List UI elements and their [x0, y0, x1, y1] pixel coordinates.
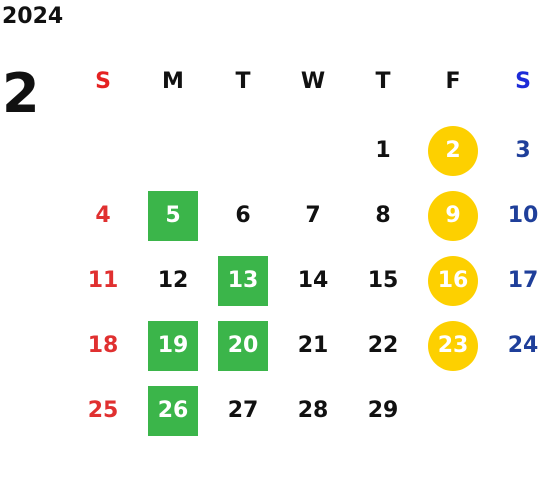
calendar-day-21[interactable]: 21 [297, 332, 329, 358]
calendar-day-20[interactable]: 20 [218, 320, 268, 371]
calendar-day-15[interactable]: 15 [367, 267, 399, 293]
calendar-day-3[interactable]: 3 [515, 137, 531, 163]
calendar-day-4[interactable]: 4 [95, 202, 111, 228]
calendar-day-cell[interactable]: 22 [348, 313, 418, 378]
calendar-day-cell[interactable]: 26 [138, 378, 208, 443]
calendar-day-cell[interactable]: 9 [418, 183, 488, 248]
calendar-day-5[interactable]: 5 [148, 190, 198, 241]
calendar-day-16[interactable]: 16 [428, 255, 478, 306]
calendar-day-2[interactable]: 2 [428, 125, 478, 176]
weekday-monday: M [162, 69, 184, 94]
weekday-tuesday: T [235, 69, 251, 94]
calendar-day-8[interactable]: 8 [375, 202, 391, 228]
calendar-day-12[interactable]: 12 [157, 267, 189, 293]
calendar-day-cell[interactable]: 6 [208, 183, 278, 248]
calendar-day-cell[interactable]: 24 [488, 313, 548, 378]
calendar-day-9[interactable]: 9 [428, 190, 478, 241]
calendar-day-cell[interactable]: 8 [348, 183, 418, 248]
calendar-day-cell[interactable]: 28 [278, 378, 348, 443]
calendar-year: 2024 [2, 4, 64, 29]
calendar-day-cell[interactable]: 7 [278, 183, 348, 248]
calendar-day-cell[interactable]: 16 [418, 248, 488, 313]
calendar-day-17[interactable]: 17 [507, 267, 539, 293]
calendar-day-22[interactable]: 22 [367, 332, 399, 358]
calendar-month: 2 [2, 62, 40, 125]
calendar-day-19[interactable]: 19 [148, 320, 198, 371]
weekday-sunday: S [95, 69, 111, 94]
calendar-day-28[interactable]: 28 [297, 397, 329, 423]
calendar-day-29[interactable]: 29 [367, 397, 399, 423]
calendar-day-cell[interactable]: 27 [208, 378, 278, 443]
calendar-day-cell[interactable]: 5 [138, 183, 208, 248]
calendar-day-11[interactable]: 11 [87, 267, 119, 293]
calendar-day-10[interactable]: 10 [507, 202, 539, 228]
calendar-day-cell[interactable]: 11 [68, 248, 138, 313]
calendar-day-cell[interactable]: 4 [68, 183, 138, 248]
calendar-day-23[interactable]: 23 [428, 320, 478, 371]
calendar-day-1[interactable]: 1 [375, 137, 391, 163]
calendar-day-6[interactable]: 6 [235, 202, 251, 228]
weekday-saturday: S [515, 69, 531, 94]
calendar-day-18[interactable]: 18 [87, 332, 119, 358]
calendar-day-cell[interactable]: 10 [488, 183, 548, 248]
calendar-day-cell[interactable]: 23 [418, 313, 488, 378]
calendar-day-24[interactable]: 24 [507, 332, 539, 358]
calendar-day-cell[interactable]: 13 [208, 248, 278, 313]
calendar-day-cell[interactable]: 14 [278, 248, 348, 313]
weekday-wednesday: W [300, 69, 326, 94]
calendar-day-cell[interactable]: 2 [418, 118, 488, 183]
calendar-day-cell[interactable]: 29 [348, 378, 418, 443]
calendar-day-27[interactable]: 27 [227, 397, 259, 423]
calendar-day-cell[interactable]: 17 [488, 248, 548, 313]
weekday-thursday: T [375, 69, 391, 94]
calendar-day-cell[interactable]: 20 [208, 313, 278, 378]
weekday-header: S M T W T F S [68, 62, 548, 102]
calendar-day-cell[interactable]: 1 [348, 118, 418, 183]
calendar-day-7[interactable]: 7 [305, 202, 321, 228]
calendar-day-14[interactable]: 14 [297, 267, 329, 293]
calendar-day-cell[interactable]: 15 [348, 248, 418, 313]
calendar-day-cell[interactable]: 12 [138, 248, 208, 313]
calendar-day-cell[interactable]: 19 [138, 313, 208, 378]
calendar-day-26[interactable]: 26 [148, 385, 198, 436]
calendar-day-25[interactable]: 25 [87, 397, 119, 423]
calendar-day-13[interactable]: 13 [218, 255, 268, 306]
weekday-friday: F [445, 69, 461, 94]
calendar-day-cell[interactable]: 21 [278, 313, 348, 378]
calendar-day-cell[interactable]: 3 [488, 118, 548, 183]
calendar-day-cell[interactable]: 25 [68, 378, 138, 443]
calendar-day-cell[interactable]: 18 [68, 313, 138, 378]
